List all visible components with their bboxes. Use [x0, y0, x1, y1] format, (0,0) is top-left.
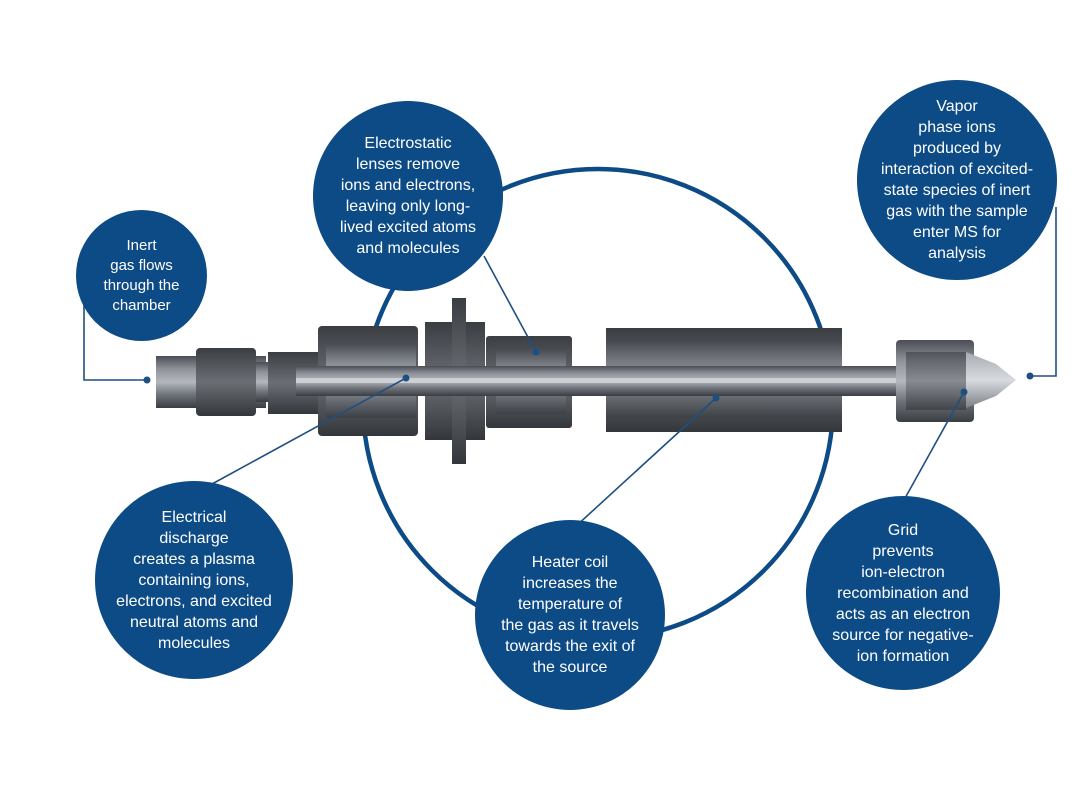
callout-inert-gas: Inert gas flows through the chamber	[76, 210, 207, 341]
leader-dots	[143, 348, 1034, 402]
leader-dot-electrical-discharge	[402, 374, 410, 382]
leader-dot-electrostatic-lenses	[532, 348, 540, 356]
leader-dot-vapor-phase-ions	[1026, 372, 1034, 380]
callout-electrostatic-lenses: Electrostatic lenses remove ions and ele…	[313, 101, 503, 291]
leader-electrostatic-lenses	[483, 255, 537, 353]
callout-inert-gas-text: Inert gas flows through the chamber	[103, 236, 180, 314]
callout-grid-text: Grid prevents ion-electron recombination…	[832, 521, 974, 665]
leader-vapor-phase-ions	[1030, 207, 1057, 377]
leader-dot-grid	[960, 388, 968, 396]
leader-inert-gas	[83, 305, 147, 381]
leader-heater-coil	[574, 397, 717, 528]
leader-electrical-discharge	[211, 377, 407, 485]
callout-vapor-phase-ions: Vapor phase ions produced by interaction…	[857, 80, 1057, 280]
leader-dot-inert-gas	[143, 376, 151, 384]
callout-vapor-phase-ions-text: Vapor phase ions produced by interaction…	[880, 98, 1034, 262]
callout-electrical-discharge-text: Electrical discharge creates a plasma co…	[116, 508, 272, 652]
leader-grid	[903, 391, 965, 501]
callout-electrostatic-lenses-text: Electrostatic lenses remove ions and ele…	[339, 135, 477, 257]
callout-heater-coil: Heater coil increases the temperature of…	[475, 520, 665, 710]
dart-source-illustration	[156, 298, 1016, 464]
callout-electrical-discharge: Electrical discharge creates a plasma co…	[95, 481, 293, 679]
callout-grid: Grid prevents ion-electron recombination…	[806, 496, 1000, 690]
callout-heater-coil-text: Heater coil increases the temperature of…	[501, 554, 639, 676]
leader-dot-heater-coil	[712, 394, 720, 402]
leader-lines	[83, 207, 1057, 528]
